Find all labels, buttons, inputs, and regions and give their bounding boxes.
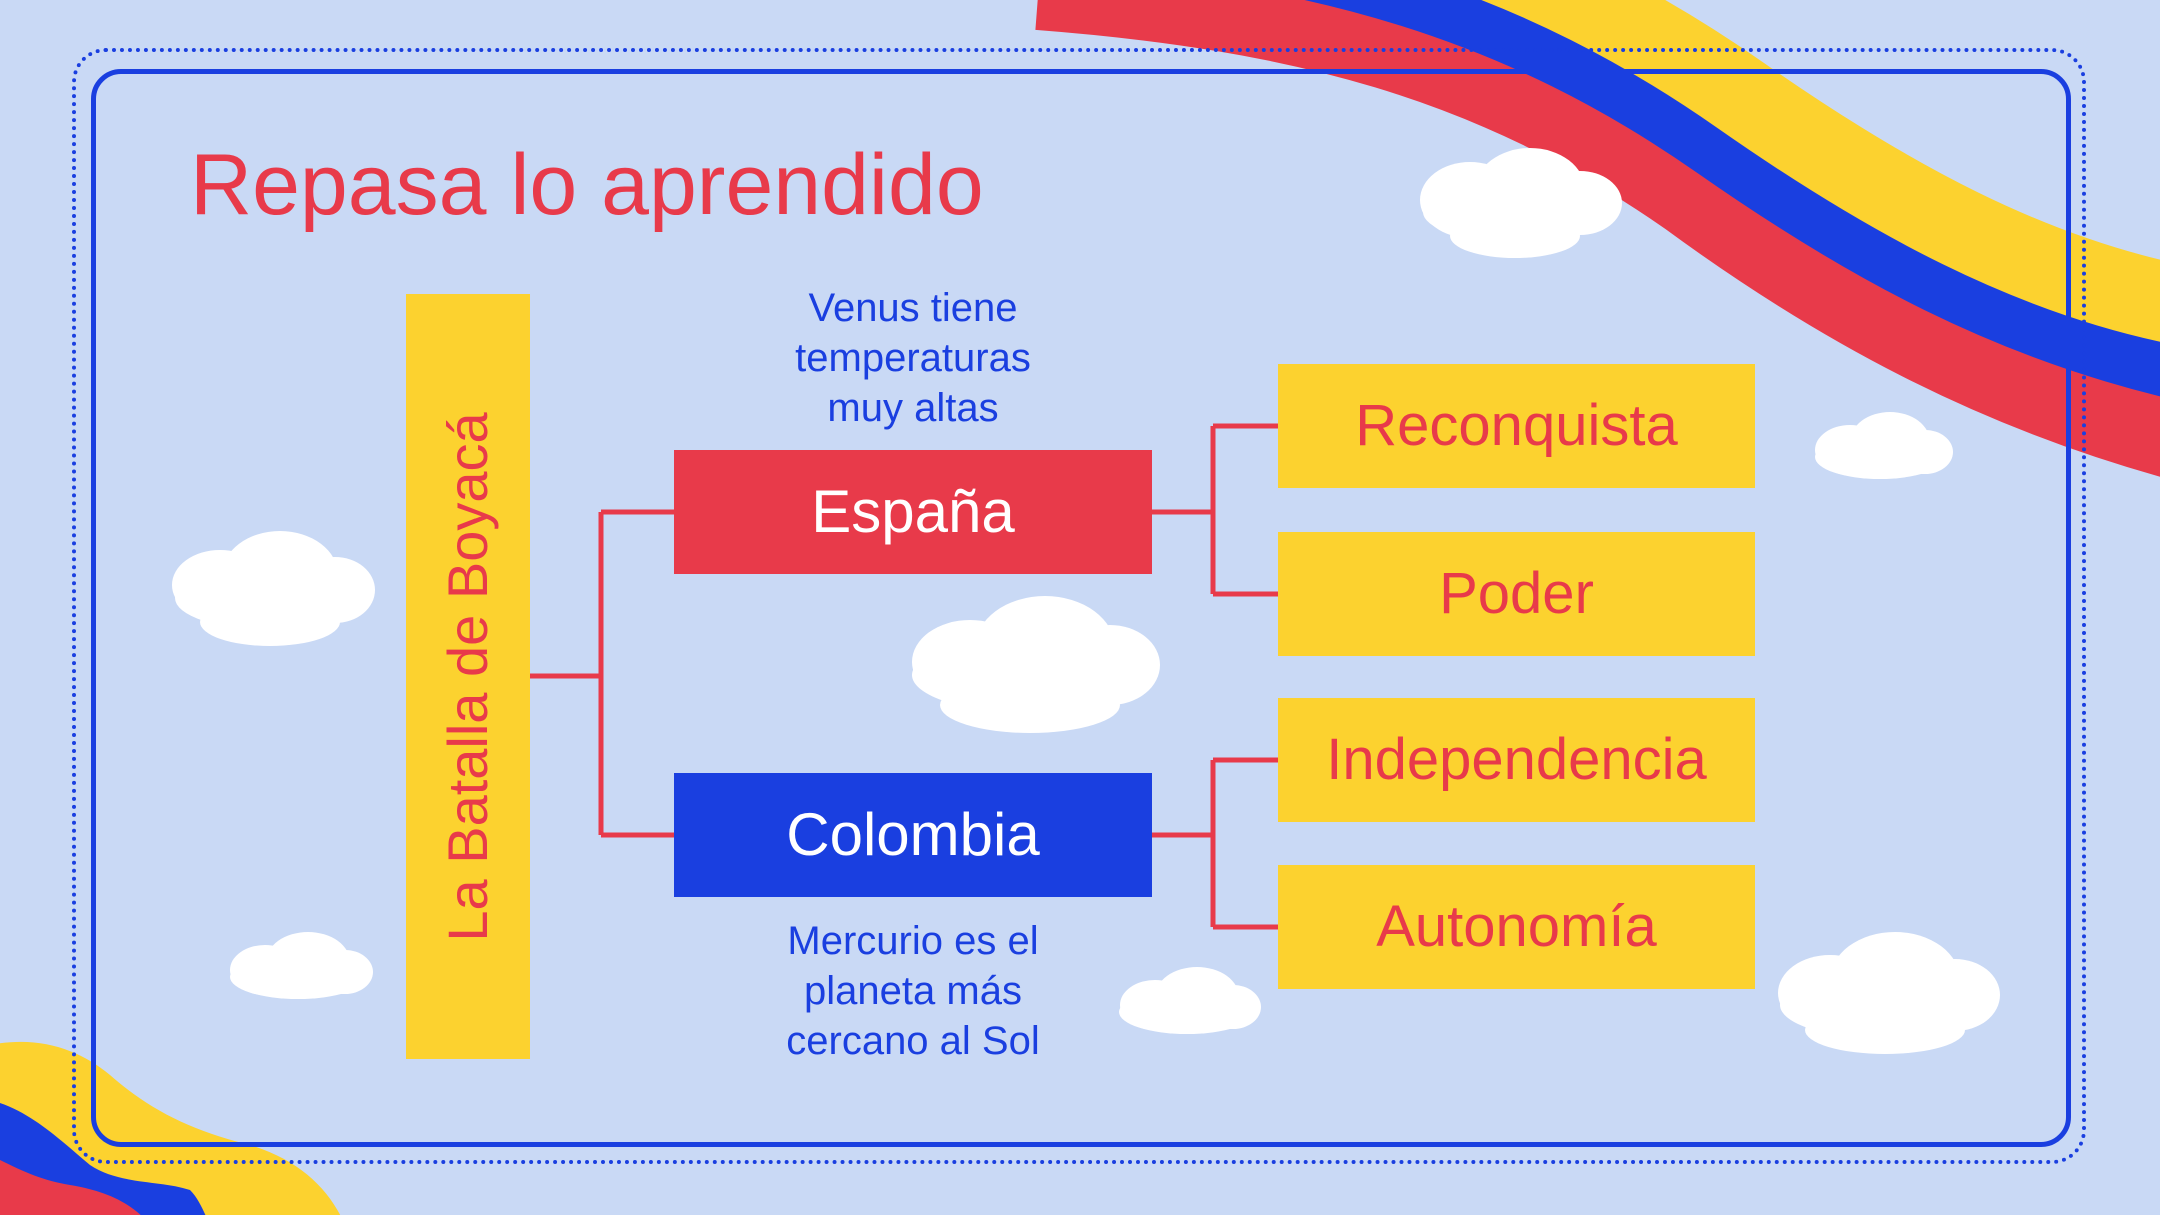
note-line: temperaturas: [795, 336, 1031, 380]
root-node: [406, 294, 530, 1059]
cloud-icon: [1420, 148, 1622, 258]
flag-ribbon-bottom-left: [0, 1041, 341, 1215]
leaf-node-independencia: Independencia: [1278, 698, 1755, 822]
cloud-icon: [172, 531, 375, 646]
colombia-note: Mercurio es el planeta más cercano al So…: [703, 916, 1123, 1066]
solid-frame: [91, 69, 2071, 1147]
branch-node-espana: España: [674, 450, 1152, 574]
note-line: muy altas: [827, 386, 999, 430]
espana-note: Venus tiene temperaturas muy altas: [703, 283, 1123, 433]
leaf-node-reconquista: Reconquista: [1278, 364, 1755, 488]
note-line: cercano al Sol: [786, 1019, 1040, 1063]
branch-node-colombia: Colombia: [674, 773, 1152, 897]
slide-title: Repasa lo aprendido: [190, 137, 984, 233]
note-line: planeta más: [804, 969, 1022, 1013]
dotted-frame: [72, 48, 2086, 1164]
root-node-label: La Batalla de Boyacá: [436, 412, 499, 942]
note-line: Venus tiene: [808, 286, 1018, 330]
cloud-icon: [912, 596, 1160, 733]
cloud-icon: [230, 932, 373, 999]
cloud-icon: [1815, 412, 1953, 479]
cloud-icon: [1778, 932, 2000, 1054]
connector-colombia: [1152, 757, 1278, 930]
flag-ribbon-top-right: [1035, 0, 2160, 477]
connector-espana: [1152, 423, 1278, 597]
leaf-node-poder: Poder: [1278, 532, 1755, 656]
note-line: Mercurio es el: [787, 919, 1039, 963]
leaf-node-autonomia: Autonomía: [1278, 865, 1755, 989]
connector-root: [530, 509, 674, 838]
cloud-icon: [1119, 967, 1261, 1034]
